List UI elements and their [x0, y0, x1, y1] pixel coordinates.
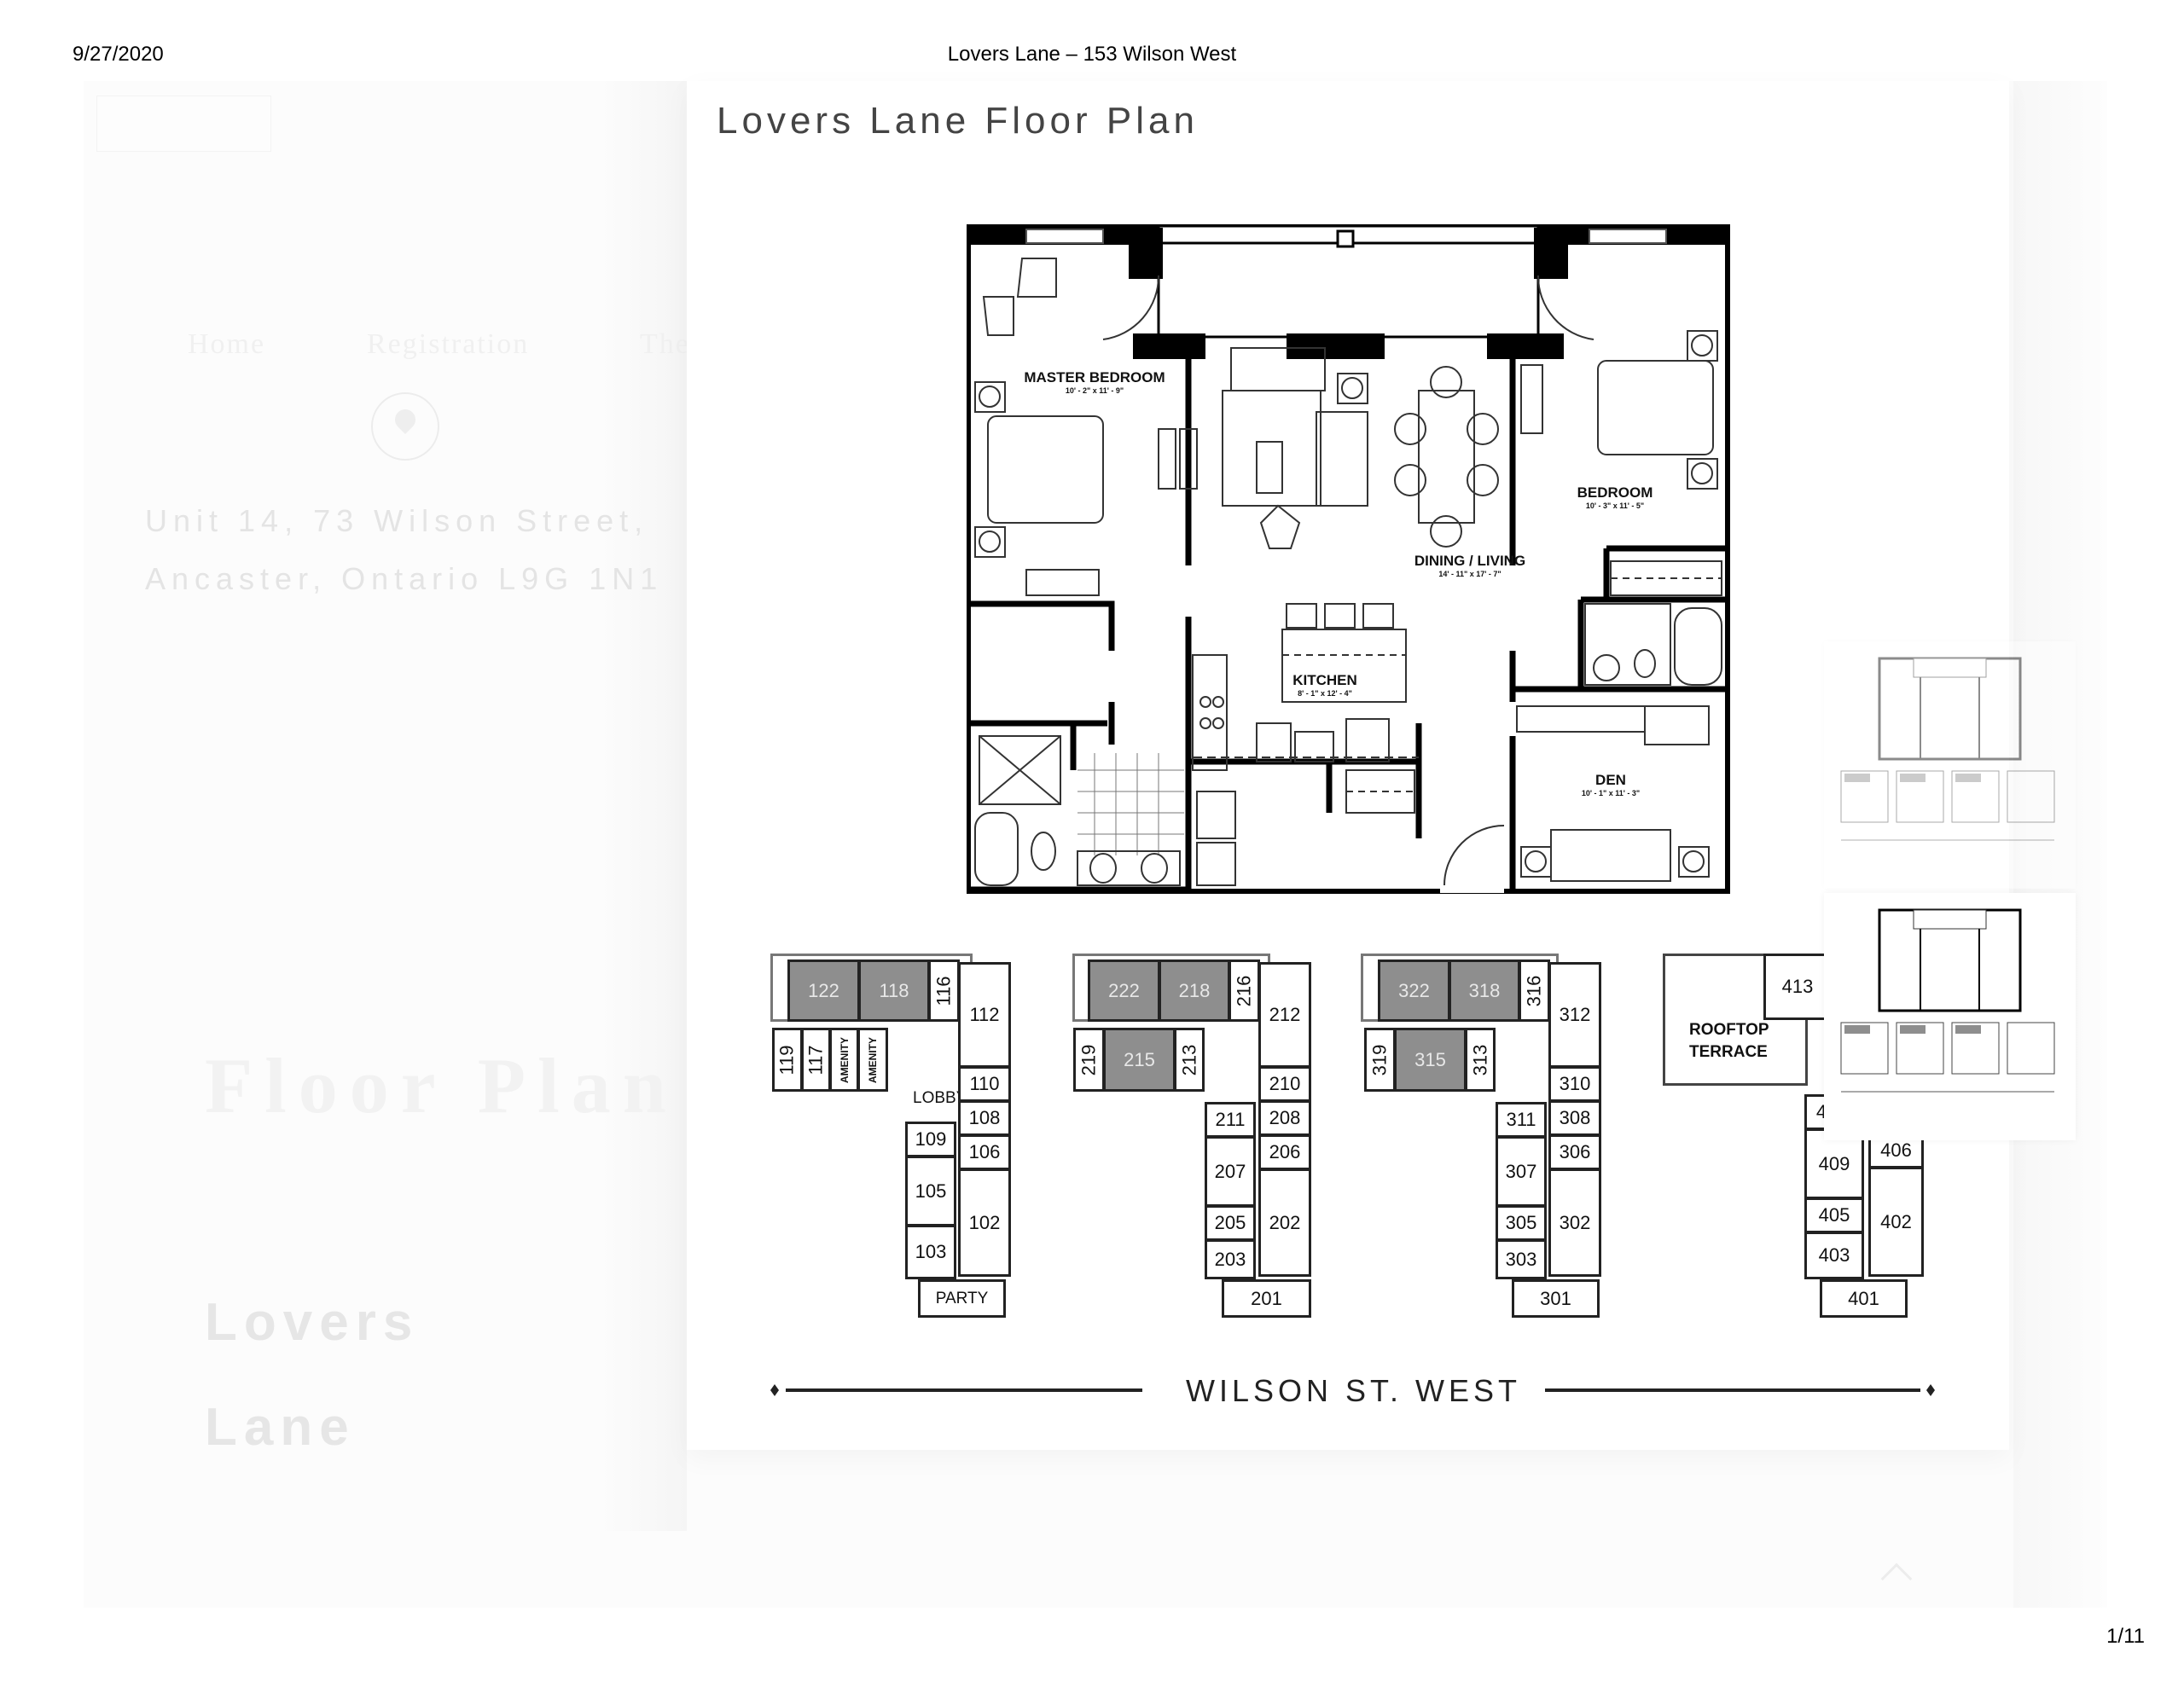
background-heading: Floor Plan — [205, 1042, 678, 1129]
unit-402[interactable]: 402 — [1868, 1167, 1924, 1277]
unit-401[interactable]: 401 — [1820, 1279, 1908, 1318]
svg-text:14' - 11" x 17' - 7": 14' - 11" x 17' - 7" — [1438, 570, 1501, 578]
unit-122[interactable]: 122 — [787, 959, 860, 1022]
map-pin-icon — [371, 392, 439, 461]
unit-305[interactable]: 305 — [1496, 1205, 1547, 1241]
unit-222[interactable]: 222 — [1088, 959, 1160, 1022]
unit-313[interactable]: 313 — [1465, 1028, 1496, 1092]
unit-118[interactable]: 118 — [858, 959, 930, 1022]
unit-307[interactable]: 307 — [1496, 1136, 1547, 1207]
unit-party[interactable]: PARTY — [918, 1279, 1006, 1318]
nav-registration[interactable]: Registration — [367, 328, 530, 360]
thumbnail-image — [1840, 908, 2055, 1093]
unit-213[interactable]: 213 — [1174, 1028, 1205, 1092]
unit-117[interactable]: 117 — [801, 1028, 831, 1092]
unit-112[interactable]: 112 — [958, 962, 1011, 1068]
project-name-line-1: Lovers — [205, 1293, 420, 1352]
room-label-bedroom: BEDROOM — [1577, 484, 1653, 501]
unit-218[interactable]: 218 — [1159, 959, 1230, 1022]
street-name: WILSON ST. WEST — [1185, 1373, 1522, 1408]
unit-303[interactable]: 303 — [1496, 1239, 1547, 1279]
unit-106[interactable]: 106 — [958, 1134, 1011, 1170]
unit-110[interactable]: 110 — [958, 1066, 1011, 1102]
unit-116[interactable]: 116 — [928, 959, 960, 1022]
unit-206[interactable]: 206 — [1258, 1134, 1311, 1170]
floor-plan-drawing: MASTER BEDROOM 10' - 2" x 11' - 9" DININ… — [967, 224, 1730, 894]
unit-210[interactable]: 210 — [1258, 1066, 1311, 1102]
unit-207[interactable]: 207 — [1205, 1136, 1256, 1207]
background-shade — [2013, 81, 2107, 1608]
unit-amenity-1[interactable]: AMENITY — [829, 1028, 859, 1092]
unit-403[interactable]: 403 — [1804, 1232, 1864, 1279]
unit-105[interactable]: 105 — [905, 1156, 956, 1226]
svg-text:8' - 1" x 12' - 4": 8' - 1" x 12' - 4" — [1298, 689, 1352, 698]
nav-the[interactable]: The — [640, 328, 690, 360]
lobby-label: LOBBY — [913, 1089, 967, 1107]
unit-306[interactable]: 306 — [1548, 1134, 1601, 1170]
unit-208[interactable]: 208 — [1258, 1100, 1311, 1136]
svg-text:10' - 1" x 11' - 3": 10' - 1" x 11' - 3" — [1582, 789, 1640, 797]
unit-302[interactable]: 302 — [1548, 1168, 1601, 1277]
unit-205[interactable]: 205 — [1205, 1205, 1256, 1241]
unit-319[interactable]: 319 — [1364, 1028, 1396, 1092]
unit-311[interactable]: 311 — [1496, 1102, 1547, 1138]
print-page-number: 1/11 — [2106, 1625, 2145, 1648]
svg-text:10' - 2" x 11' - 9": 10' - 2" x 11' - 9" — [1066, 386, 1124, 395]
room-label-kitchen: KITCHEN — [1292, 672, 1357, 688]
unit-103[interactable]: 103 — [905, 1225, 956, 1279]
nav-home[interactable]: Home — [188, 328, 266, 360]
unit-202[interactable]: 202 — [1258, 1168, 1311, 1277]
rooftop-terrace-label: ROOFTOP TERRACE — [1689, 1021, 1769, 1061]
room-label-master-bedroom: MASTER BEDROOM — [1024, 369, 1165, 386]
floor-plan-thumbnail-2[interactable] — [1824, 893, 2076, 1140]
unit-211[interactable]: 211 — [1205, 1102, 1256, 1138]
unit-108[interactable]: 108 — [958, 1100, 1011, 1136]
lightbox-title: Lovers Lane Floor Plan — [717, 100, 1199, 142]
background-shade — [597, 81, 687, 1531]
project-name-line-2: Lane — [205, 1398, 356, 1457]
svg-text:10' - 3" x 11' - 5": 10' - 3" x 11' - 5" — [1586, 501, 1644, 510]
diamond-icon — [770, 1384, 779, 1396]
unit-216[interactable]: 216 — [1228, 959, 1260, 1022]
address-line-1: Unit 14, 73 Wilson Street, — [145, 503, 649, 538]
lightbox: Lovers Lane Floor Plan — [687, 81, 2009, 1450]
unit-310[interactable]: 310 — [1548, 1066, 1601, 1102]
unit-amenity-2[interactable]: AMENITY — [857, 1028, 888, 1092]
diamond-icon — [1926, 1384, 1935, 1396]
unit-315[interactable]: 315 — [1394, 1028, 1467, 1092]
unit-301[interactable]: 301 — [1512, 1279, 1600, 1318]
unit-219[interactable]: 219 — [1073, 1028, 1105, 1092]
unit-212[interactable]: 212 — [1258, 962, 1311, 1068]
unit-215[interactable]: 215 — [1103, 1028, 1176, 1092]
unit-405[interactable]: 405 — [1804, 1197, 1864, 1233]
street-line — [1545, 1388, 1920, 1392]
unit-316[interactable]: 316 — [1519, 959, 1550, 1022]
room-label-den: DEN — [1595, 772, 1626, 788]
unit-322[interactable]: 322 — [1378, 959, 1450, 1022]
site-logo[interactable] — [96, 96, 271, 152]
unit-318[interactable]: 318 — [1449, 959, 1520, 1022]
thumbnail-image — [1840, 657, 2055, 841]
room-label-dining-living: DINING / LIVING — [1414, 553, 1525, 569]
street-label-bar: WILSON ST. WEST — [770, 1373, 1937, 1408]
unit-201[interactable]: 201 — [1222, 1279, 1311, 1318]
unit-102[interactable]: 102 — [958, 1168, 1011, 1277]
print-page-title: Lovers Lane – 153 Wilson West — [947, 43, 1237, 66]
print-date: 9/27/2020 — [73, 43, 164, 66]
floor-plan-thumbnail-1[interactable] — [1824, 641, 2076, 889]
unit-109[interactable]: 109 — [905, 1122, 956, 1157]
address-line-2: Ancaster, Ontario L9G 1N1 — [145, 561, 664, 596]
street-line — [786, 1388, 1142, 1392]
unit-119[interactable]: 119 — [772, 1028, 803, 1092]
unit-203[interactable]: 203 — [1205, 1239, 1256, 1279]
unit-308[interactable]: 308 — [1548, 1100, 1601, 1136]
unit-312[interactable]: 312 — [1548, 962, 1601, 1068]
unit-413[interactable]: 413 — [1763, 954, 1832, 1020]
